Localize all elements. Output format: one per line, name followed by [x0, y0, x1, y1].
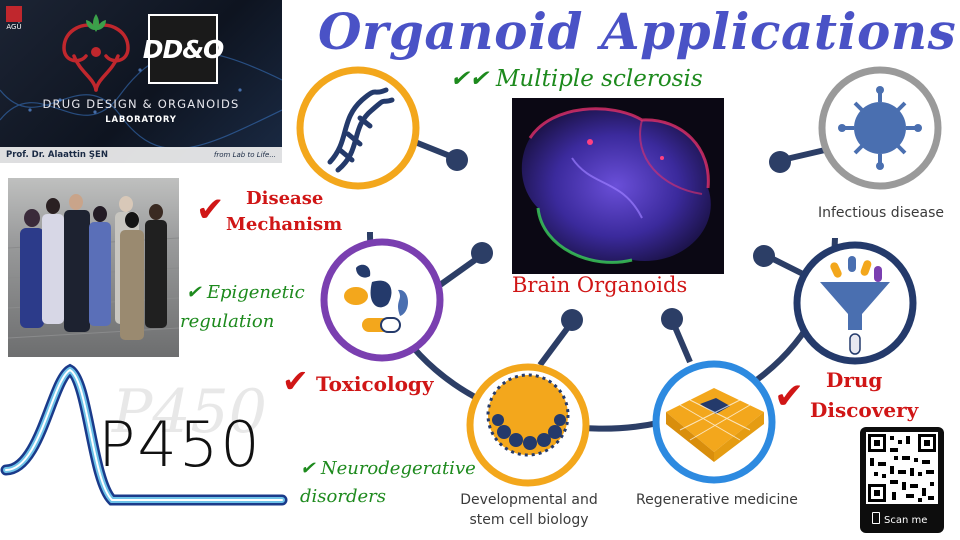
toxicology-label: Toxicology — [316, 372, 434, 396]
qr-code[interactable] — [866, 432, 938, 504]
arc-node-1 — [446, 149, 468, 171]
red-checkmark-icon: ✔ — [196, 190, 225, 230]
red-checkmark-icon: ✔ — [774, 376, 805, 417]
item-epigenetic-regulation: ✔ Epigenetic — [186, 282, 305, 303]
regulation-label: regulation — [180, 311, 275, 332]
disease-label: Disease — [246, 188, 324, 209]
p450-logo: P450 — [0, 363, 288, 506]
group-photo — [8, 178, 179, 357]
arc-node-5 — [561, 309, 583, 331]
item-multiple-sclerosis: ✔✔ Multiple sclerosis — [450, 66, 703, 92]
group-photo-illustration — [8, 194, 179, 340]
lab-subtitle: LABORATORY — [105, 115, 177, 125]
lab-name: DRUG DESIGN & ORGANOIDS — [42, 97, 240, 111]
lab-slogan: from Lab to Life... — [213, 151, 276, 159]
funnel-icon — [820, 256, 890, 355]
scan-me-label: Scan me — [872, 512, 927, 526]
discovery-label: Discovery — [810, 398, 919, 422]
ddo-badge: DD&O — [143, 14, 224, 84]
professor-name: Prof. Dr. Alaattin ŞEN — [6, 150, 108, 160]
organs-icon — [344, 264, 409, 333]
brain-organoids-label: Brain Organoids — [512, 273, 688, 297]
page-title: Organoid Applications — [318, 2, 957, 61]
agu-logo: AGÜ — [4, 6, 24, 34]
tissue-icon — [666, 388, 764, 462]
virus-icon — [838, 86, 922, 170]
mechanism-label: Mechanism — [226, 214, 343, 235]
phone-icon — [872, 512, 880, 524]
ornament-logo — [62, 14, 130, 92]
stem-cell-icon — [486, 373, 570, 457]
regenerative-medicine-label: Regenerative medicine — [636, 492, 798, 508]
organoid-micrograph — [521, 107, 711, 264]
checkmark-icon: ✔✔ — [450, 66, 489, 92]
checkmark-icon: ✔ — [300, 458, 316, 479]
arc-node-6 — [661, 308, 683, 330]
arc-node-4 — [753, 245, 775, 267]
infectious-disease-label: Infectious disease — [818, 205, 944, 221]
banner-footer — [0, 147, 282, 163]
disorders-label: disorders — [300, 486, 386, 507]
p450-text: P450 — [98, 408, 262, 481]
p450-watermark: P450 — [111, 377, 267, 447]
drug-label: Drug — [826, 368, 883, 392]
qr-pattern — [868, 434, 936, 502]
developmental-label-line1: Developmental and — [460, 492, 598, 508]
arc-node-2 — [769, 151, 791, 173]
dna-icon — [327, 87, 395, 173]
checkmark-icon: ✔ — [186, 282, 202, 303]
lab-banner: AGÜ DD&O DRUG DESIGN & ORGANOIDS LABORAT… — [0, 0, 282, 163]
red-checkmark-icon: ✔ — [282, 362, 309, 400]
developmental-label-line2: stem cell biology — [469, 512, 589, 528]
item-neurodegerative: ✔ Neurodegerative — [300, 458, 476, 479]
arc-node-3 — [471, 242, 493, 264]
brain-organoid-image — [512, 98, 724, 274]
